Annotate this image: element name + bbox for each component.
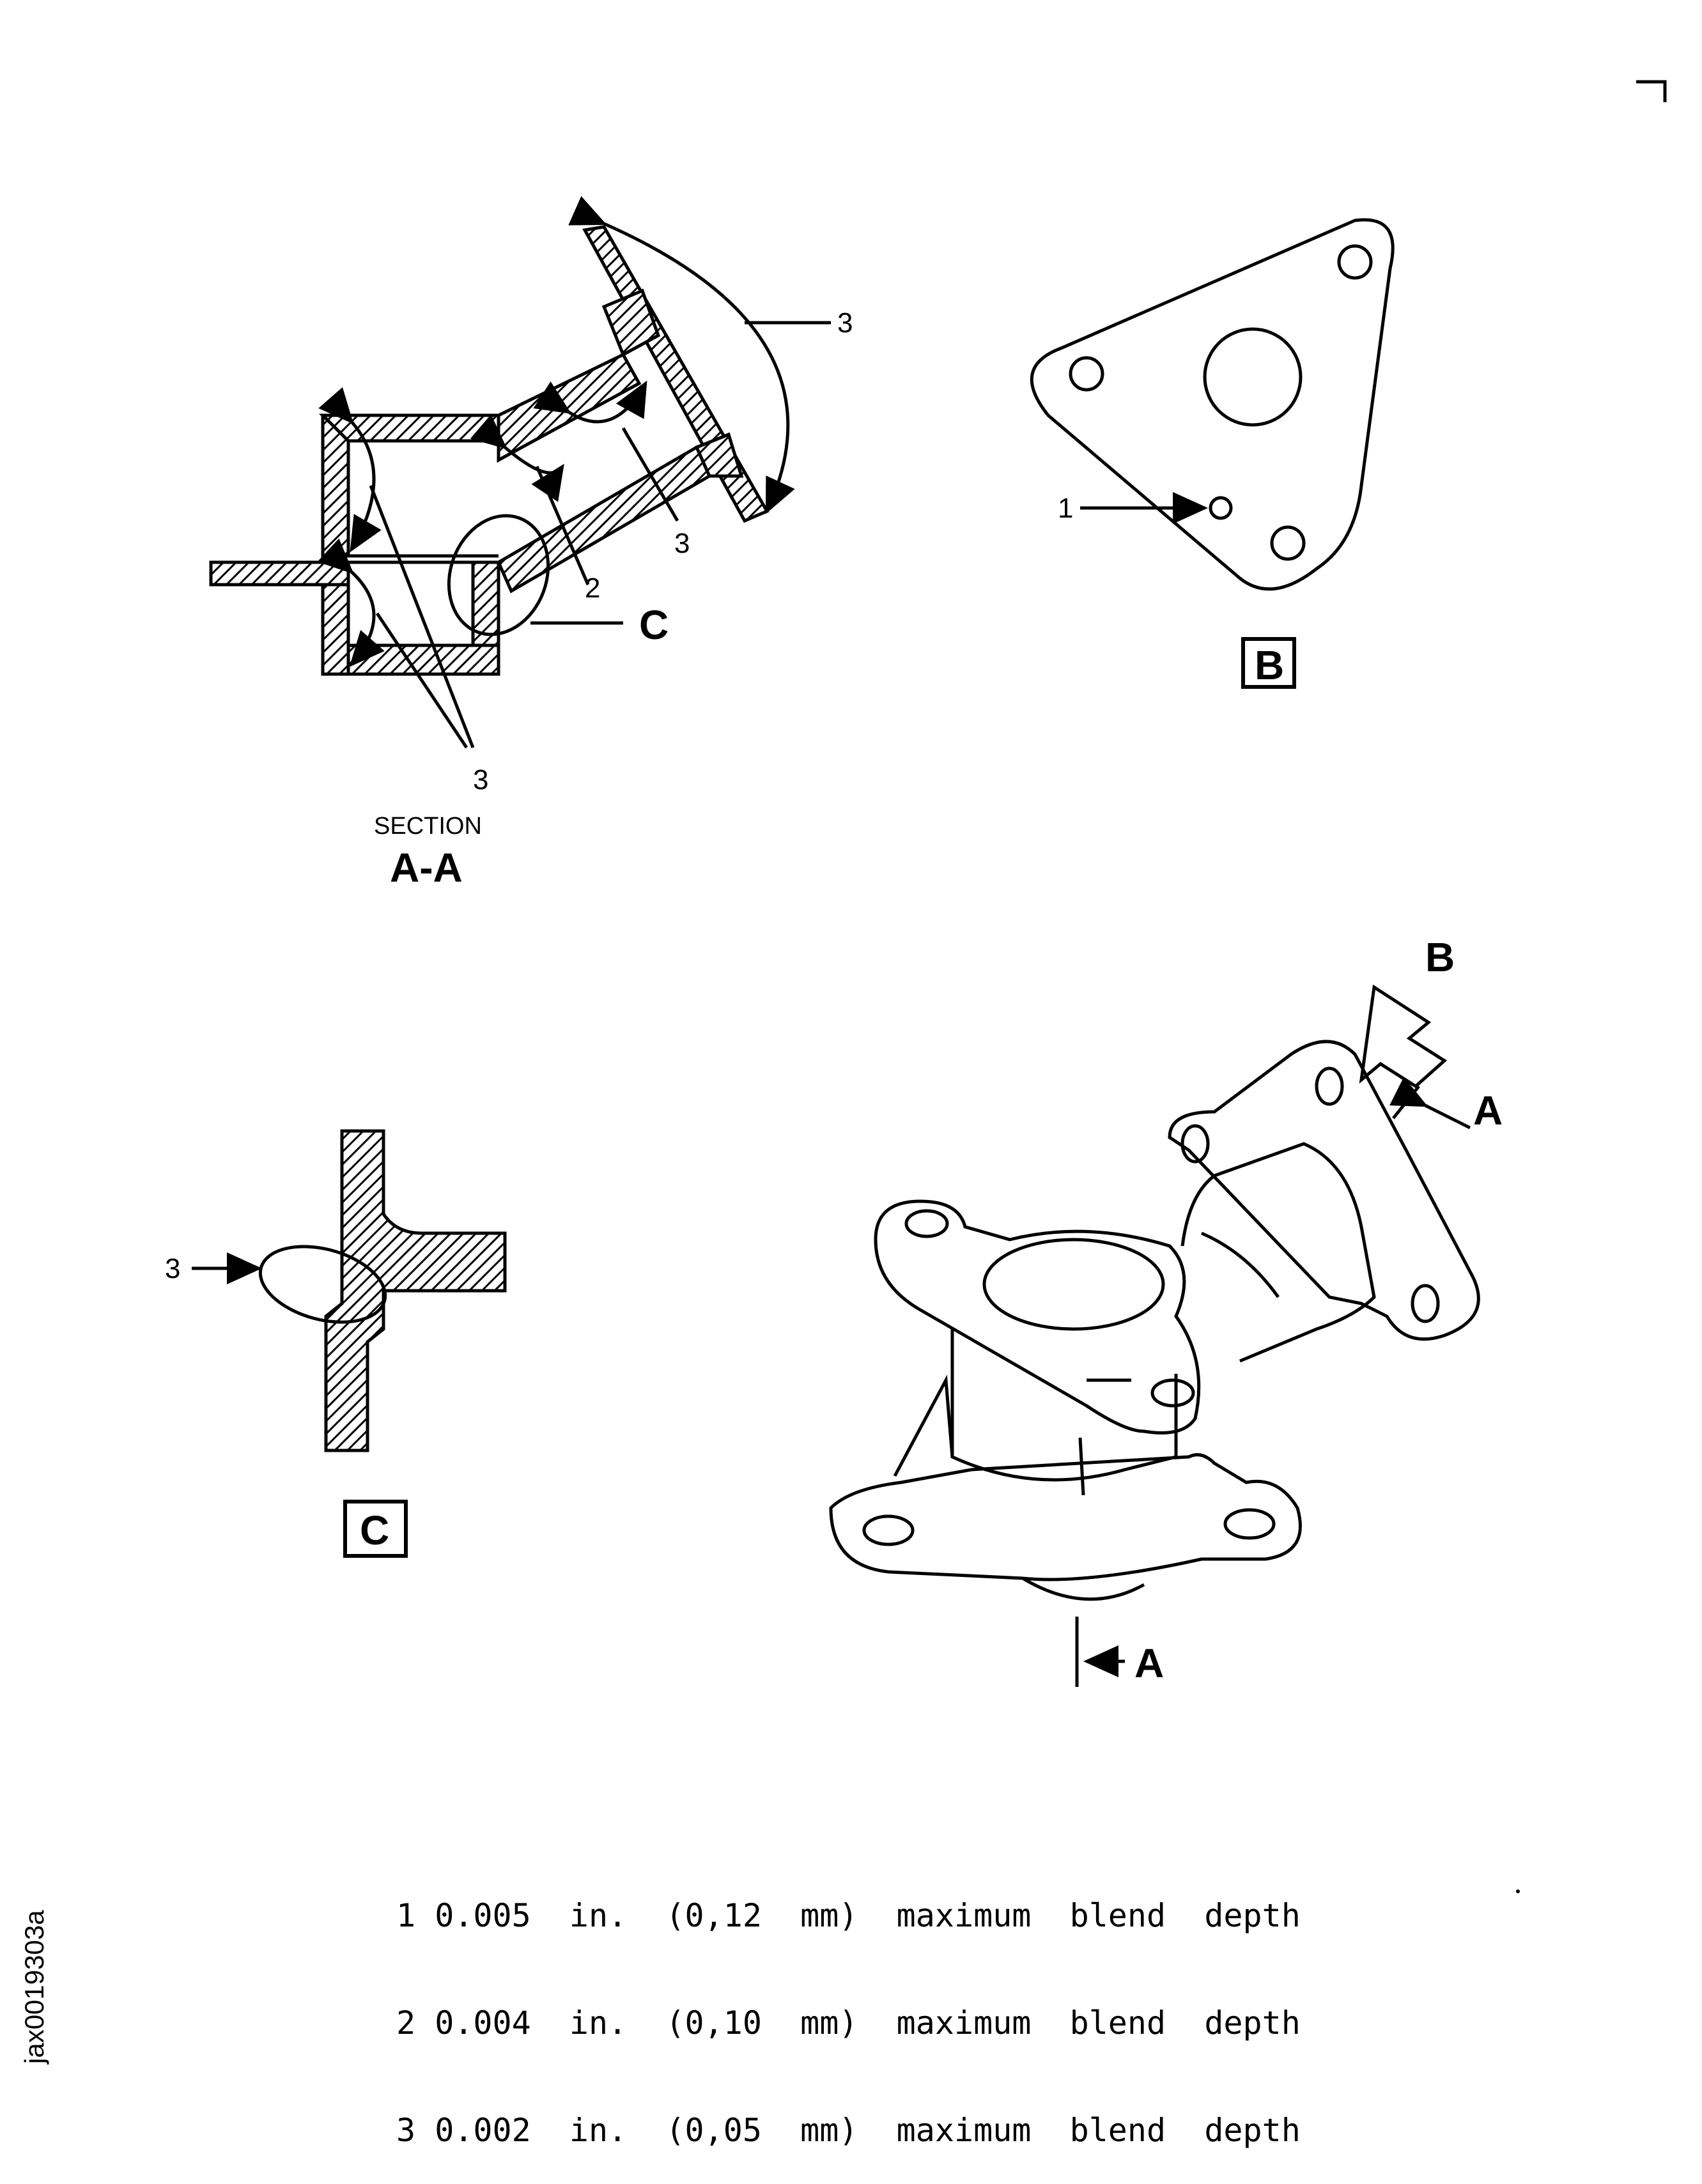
iso-section-mark-upper: A — [1473, 1088, 1503, 1134]
legend-number: 2 — [396, 2004, 416, 2042]
iso-flange-hole-top — [1315, 1066, 1344, 1106]
section-arc-left-upper — [318, 387, 382, 553]
iso-tube-ring — [1201, 1231, 1280, 1298]
detail-c-label-box — [343, 1500, 408, 1558]
isometric-part — [829, 984, 1480, 1687]
detail-c-name: C — [360, 1507, 389, 1553]
iso-flange-hole-right — [1411, 1284, 1440, 1323]
view-b — [1030, 218, 1395, 689]
view-b-hole-bottom — [1270, 525, 1306, 561]
corner-mark — [1636, 80, 1667, 102]
iso-base-hole-right — [1223, 1508, 1276, 1540]
section-word: SECTION — [374, 813, 482, 840]
iso-view-b-label: B — [1425, 934, 1455, 980]
section-callout-3-bottom: 3 — [473, 764, 488, 796]
iso-body-skirt — [893, 1374, 954, 1477]
section-arc-flange — [568, 196, 795, 514]
section-flange-stub — [209, 560, 350, 587]
iso-top-flange — [874, 1199, 1201, 1434]
section-detail-c-circle — [447, 514, 550, 636]
section-arc-tube-2 — [470, 414, 564, 502]
view-b-center-bore — [1203, 327, 1303, 427]
section-detail-ref-c: C — [639, 602, 669, 648]
section-arc-tube-3 — [533, 380, 647, 424]
iso-base-flange — [829, 1453, 1302, 1581]
legend-row: 1 0.005 in. (0,12 mm) maximum blend dept… — [396, 1898, 1301, 1934]
iso-section-mark-lower: A — [1134, 1640, 1164, 1686]
section-callout-3-tube: 3 — [674, 528, 690, 559]
iso-base-hole-left — [862, 1514, 915, 1546]
section-callout-3-flange: 3 — [837, 307, 853, 339]
legend-text: 0.004 in. (0,10 mm) maximum blend depth — [435, 2004, 1301, 2042]
section-tube-upper — [497, 352, 642, 463]
view-b-name: B — [1255, 642, 1284, 688]
section-top-wall — [318, 413, 500, 443]
blend-depth-legend: 1 0.005 in. (0,12 mm) maximum blend dept… — [396, 1826, 1301, 2184]
detail-c — [192, 1129, 507, 1558]
stray-dot — [1516, 1889, 1520, 1893]
iso-top-bore — [982, 1238, 1165, 1331]
section-callout-2: 2 — [585, 573, 600, 604]
legend-text: 0.005 in. (0,12 mm) maximum blend depth — [435, 1897, 1301, 1934]
legend-text: 0.002 in. (0,05 mm) maximum blend depth — [435, 2112, 1301, 2149]
iso-top-hole-left — [904, 1209, 949, 1238]
legend-row: 2 0.004 in. (0,10 mm) maximum blend dept… — [396, 2005, 1301, 2041]
iso-main-body — [950, 1329, 1178, 1482]
legend-row: 3 0.002 in. (0,05 mm) maximum blend dept… — [396, 2112, 1301, 2148]
figure-id: jax0019303a — [19, 1910, 49, 2064]
view-b-label-box — [1241, 637, 1296, 689]
view-b-hole-small — [1209, 496, 1233, 520]
view-b-hole-right — [1337, 244, 1373, 280]
iso-view-b-arrow — [1359, 984, 1448, 1089]
view-b-flange-outline — [1030, 218, 1395, 591]
figure-drawing: 3 3 2 3 C SECTION A-A 1 B 3 C — [165, 80, 1667, 1893]
iso-upper-flange — [1168, 1040, 1480, 1341]
legend-number: 3 — [396, 2112, 416, 2149]
section-arc-left-lower — [317, 538, 385, 667]
iso-flange-hole-left — [1180, 1124, 1210, 1164]
iso-top-hole-front — [1150, 1378, 1195, 1408]
view-b-hole-left — [1069, 356, 1104, 392]
detail-c-vertical-wall — [324, 1129, 507, 1452]
section-junction — [471, 560, 500, 647]
section-name: A-A — [390, 845, 463, 891]
iso-base-bottom — [1021, 1576, 1145, 1601]
legend-number: 1 — [396, 1897, 416, 1934]
detail-c-callout-3: 3 — [165, 1253, 180, 1284]
iso-angled-tube — [1180, 1142, 1376, 1363]
view-b-callout-1: 1 — [1058, 493, 1073, 524]
section-aa-view — [209, 196, 831, 749]
